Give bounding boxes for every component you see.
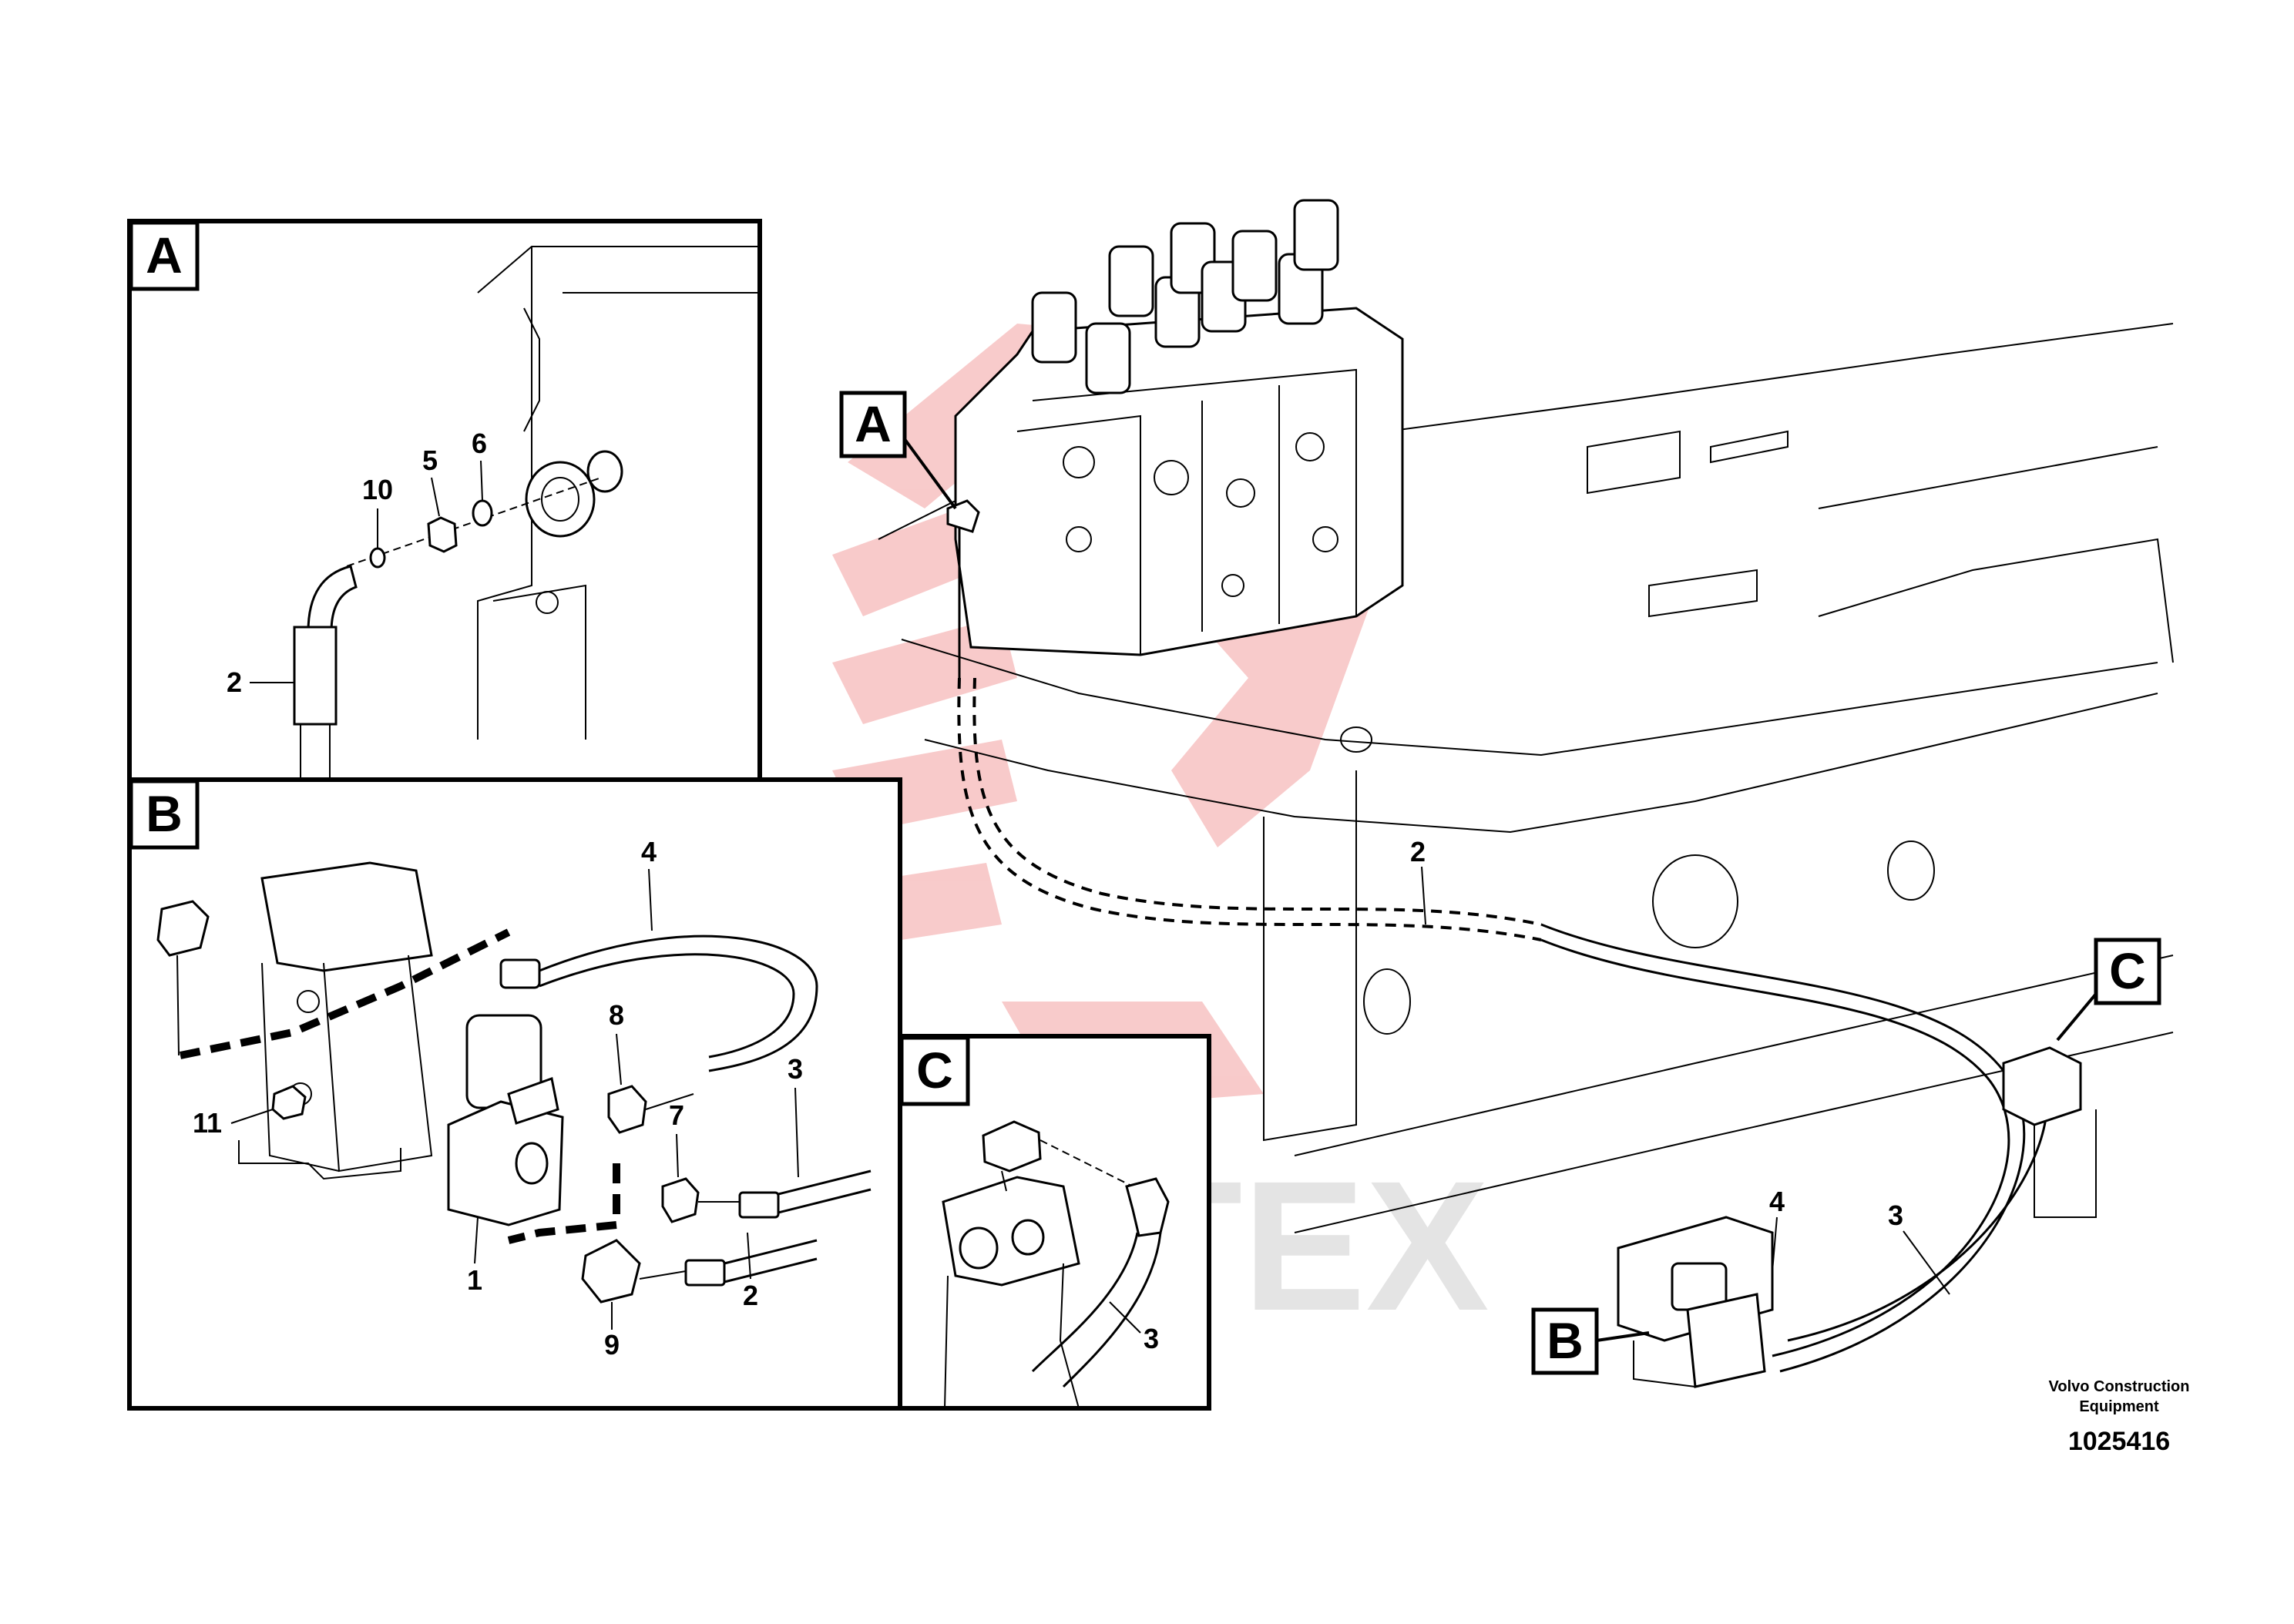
fitting-7 (661, 1177, 700, 1223)
drawing-number: 1025416 (2068, 1427, 2170, 1456)
hose-route-dashed (179, 928, 511, 1059)
detail-a: A 10 5 6 2 (127, 219, 762, 782)
detail-b-letter: B (146, 785, 183, 842)
svg-text:A: A (855, 395, 892, 452)
label-b-7: 7 (669, 1099, 684, 1131)
hose-3 (778, 1169, 872, 1214)
hose-4 (539, 934, 818, 1072)
label-b-8: 8 (609, 999, 624, 1031)
label-b-2: 2 (743, 1280, 758, 1311)
callout-c-main: C (2056, 938, 2161, 1042)
label-main-3: 3 (1888, 1200, 1903, 1231)
hose-2-route (957, 677, 1542, 941)
svg-text:C: C (2109, 942, 2146, 999)
credit-line-2: Equipment (2079, 1398, 2159, 1415)
label-a-5: 5 (422, 445, 438, 476)
fitting-8 (607, 1085, 647, 1134)
label-b-3: 3 (788, 1053, 803, 1085)
label-main-2: 2 (1410, 836, 1426, 867)
o-ring-6 (472, 499, 493, 527)
label-main-4: 4 (1769, 1186, 1785, 1217)
detail-c-letter: C (916, 1042, 953, 1099)
detail-a-letter: A (146, 226, 183, 284)
label-a-2: 2 (227, 666, 242, 698)
o-ring-10 (369, 547, 386, 569)
svg-text:B: B (1547, 1312, 1584, 1369)
hose-2 (724, 1239, 818, 1283)
solenoid-valve-1 (447, 1014, 564, 1226)
hose-3-c (1031, 1232, 1139, 1373)
fitting-c (982, 1120, 1042, 1173)
label-b-1: 1 (467, 1264, 482, 1296)
bracket-c (2002, 1046, 2097, 1218)
callout-a-main: A (839, 391, 957, 510)
credit-line-1: Volvo Construction (2049, 1378, 2190, 1395)
callout-b-main: B (1531, 1307, 1650, 1375)
elbow-hose-a (307, 565, 358, 633)
control-valve (954, 199, 1404, 656)
label-b-4: 4 (641, 836, 657, 867)
elbow-9 (581, 1239, 641, 1304)
tee-fitting (156, 900, 210, 957)
main-assembly: A C B 2 4 3 Volvo Construction Equipment… (839, 199, 2190, 1456)
adapter-5 (427, 516, 458, 553)
label-b-9: 9 (604, 1329, 620, 1361)
detail-b: B (127, 777, 902, 1411)
solenoid-stack (1031, 199, 1339, 394)
label-c-3: 3 (1144, 1323, 1159, 1354)
label-b-11: 11 (193, 1107, 222, 1139)
hose-3-run (1540, 938, 2010, 1357)
label-a-6: 6 (472, 428, 487, 459)
label-a-10: 10 (362, 474, 393, 505)
detail-c: C 3 (898, 1034, 1211, 1411)
solenoid-valve-b (1617, 1216, 1774, 1388)
